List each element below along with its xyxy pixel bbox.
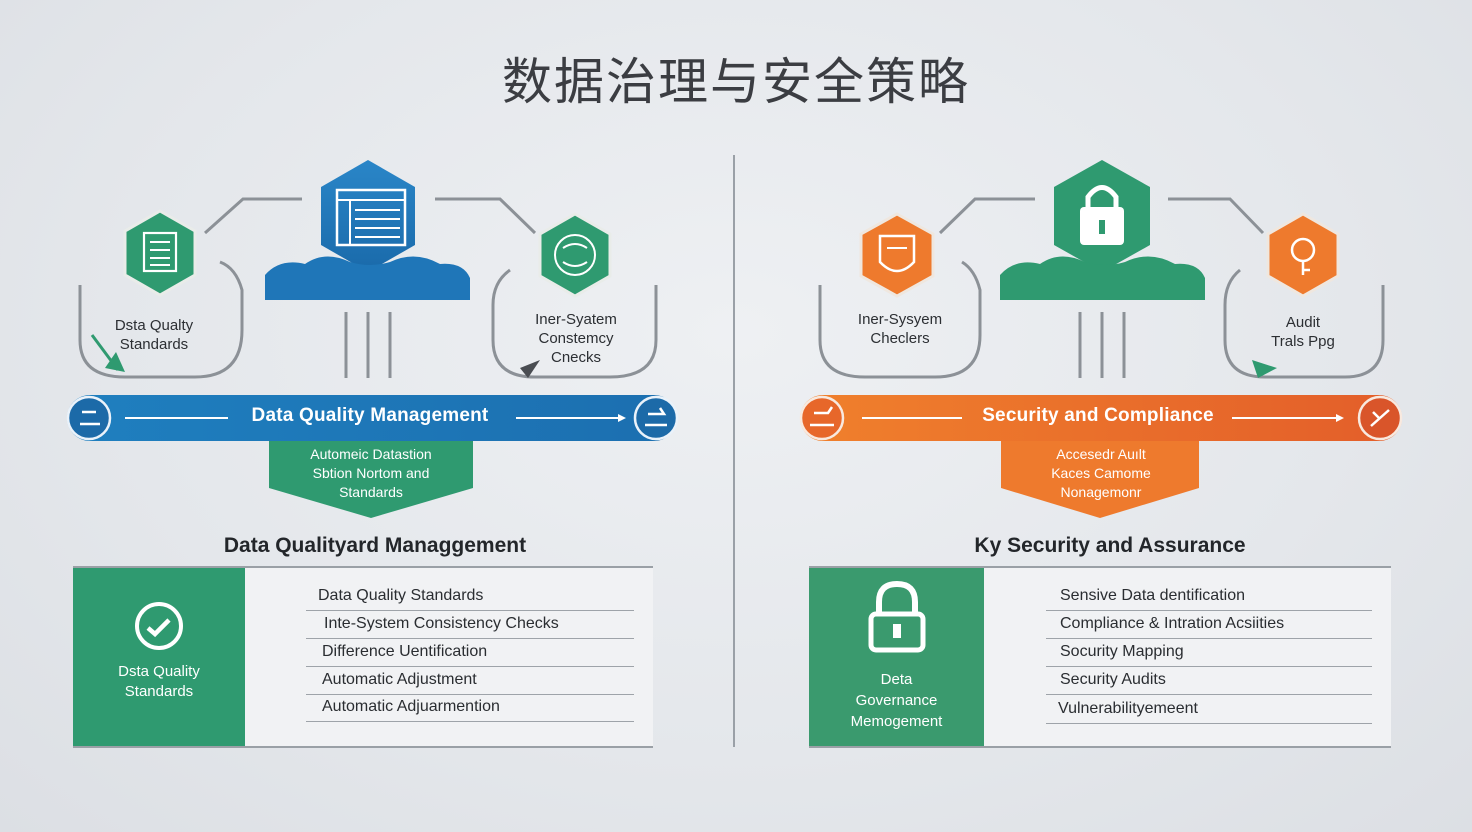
list-item[interactable]: Vulnerabilityemeent <box>1046 695 1372 724</box>
list-item-text: Automatic Adjuarmention <box>322 698 500 715</box>
list-item[interactable]: Data Quality Standards <box>306 582 634 611</box>
arrow-head-icon <box>520 360 540 378</box>
banner-bar <box>67 395 677 441</box>
list-item-text: Automatic Adjustment <box>322 671 477 688</box>
list-item-text: Socurity Mapping <box>1060 643 1184 660</box>
list-item[interactable]: Automatic Adjustment <box>306 666 634 695</box>
list-item[interactable]: Security Audits <box>1046 666 1372 695</box>
list-item-text: Data Quality Standards <box>318 587 484 604</box>
banner-left-badge <box>66 395 112 441</box>
connector-line <box>435 197 537 235</box>
banner-arrow-icon <box>1336 414 1344 422</box>
chevron-callout <box>269 441 473 518</box>
list-item[interactable]: Compliance & Intration Acsiities <box>1046 610 1372 639</box>
cycle-arrow <box>78 260 244 379</box>
data-document-hexagon <box>321 160 415 272</box>
banner-bar <box>800 395 1402 441</box>
banner-title-security: Security and Compliance <box>982 405 1214 426</box>
list-item-text: Inte-System Consistency Checks <box>324 615 559 632</box>
server-icon <box>142 231 178 273</box>
layers-icon <box>80 410 100 426</box>
consistency-hexagon <box>538 212 612 298</box>
chevron-callout <box>1001 441 1199 518</box>
cloud-shape <box>1000 256 1205 300</box>
center-divider <box>733 155 735 747</box>
sync-icon <box>554 234 596 276</box>
arrow-head-icon <box>105 352 125 372</box>
audit-hexagon <box>1266 212 1340 298</box>
banner-left-badge <box>799 395 845 441</box>
checkers-hexagon <box>859 212 935 298</box>
list-item-text: Vulnerabilityemeent <box>1058 700 1198 717</box>
data-quality-hexagon <box>123 209 197 297</box>
page-title: 数据治理与安全策略 <box>502 53 970 111</box>
shield-icon <box>878 234 916 273</box>
left-diagram <box>66 160 679 725</box>
security-lock-hexagon <box>1054 160 1150 272</box>
list-item[interactable]: Socurity Mapping <box>1046 638 1372 667</box>
cloud-shape <box>265 256 470 300</box>
spreadsheet-icon <box>335 188 407 247</box>
list-item[interactable]: Inte-System Consistency Checks <box>306 610 634 639</box>
banner-right-badge <box>633 395 679 441</box>
list-item[interactable]: Automatic Adjuarmention <box>306 693 634 722</box>
tools-icon <box>1370 409 1390 427</box>
check-circle-icon <box>135 602 183 650</box>
list-item-text: Security Audits <box>1060 671 1166 688</box>
list-item-text: Difference Uentification <box>322 643 488 660</box>
banner-arrow-icon <box>618 414 626 422</box>
connector-line <box>203 197 302 235</box>
cloud-sync-icon <box>645 407 667 427</box>
banner-title-data-quality: Data Quality Management <box>251 405 489 426</box>
list-item[interactable]: Difference Uentification <box>306 638 634 667</box>
connector-line <box>1168 197 1265 235</box>
padlock-icon <box>868 580 926 653</box>
cycle-arrow <box>1223 268 1385 379</box>
cycle-arrow <box>818 260 982 379</box>
section-heading-right: Ky Security and Assurance <box>974 534 1246 557</box>
section-heading-left: Data Qualityard Managgement <box>223 534 527 557</box>
list-item-text: Compliance & Intration Acsiities <box>1060 615 1285 632</box>
connector-line <box>938 197 1035 235</box>
cycle-arrow <box>491 268 658 379</box>
list-item[interactable]: Sensive Data dentification <box>1046 582 1372 611</box>
list-item-text: Sensive Data dentification <box>1060 587 1245 604</box>
person-icon <box>810 406 834 427</box>
arrow-head-icon <box>1252 360 1277 378</box>
